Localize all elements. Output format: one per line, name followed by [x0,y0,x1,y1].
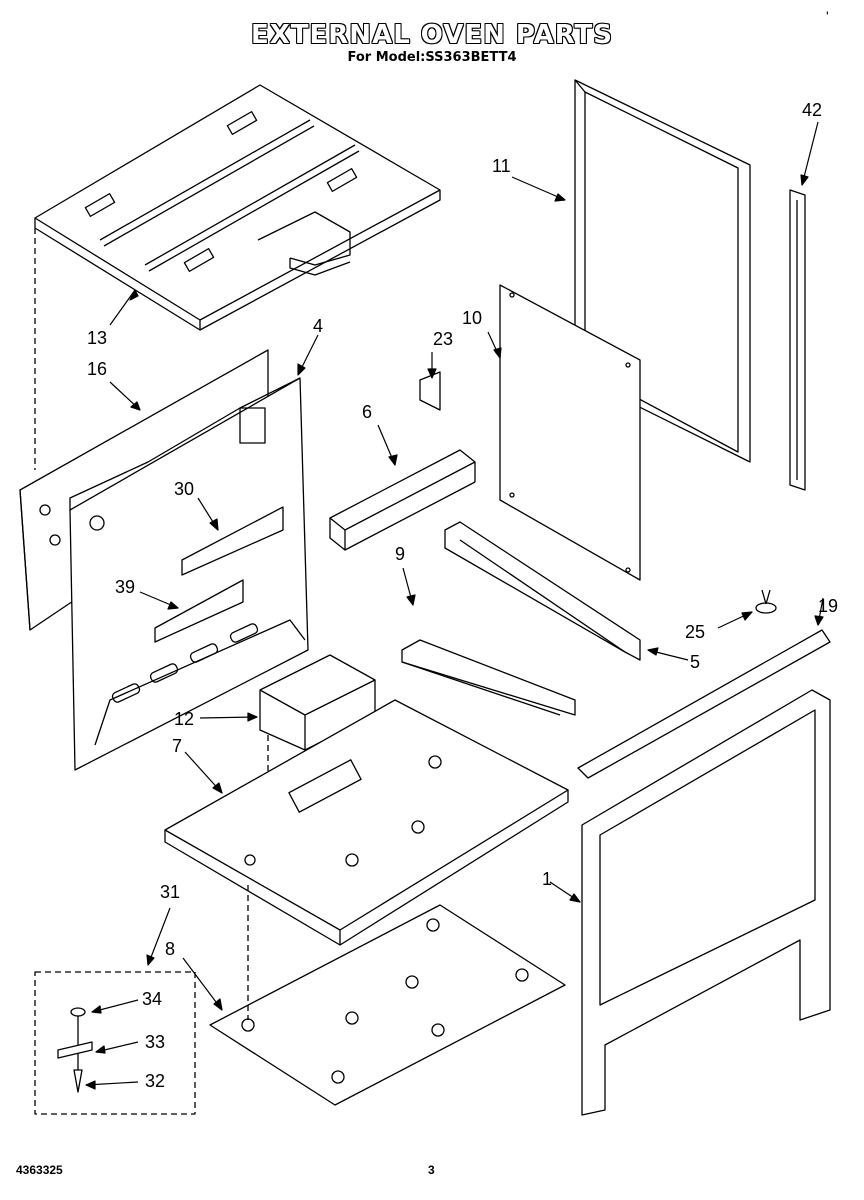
part-10-back-panel [499,284,641,581]
page-title: EXTERNAL OVEN PARTS [250,20,614,50]
callout-5: 5 [690,652,700,672]
leader-arrows [85,121,824,1090]
page-number: 3 [428,1163,435,1177]
callout-19: 19 [818,596,838,616]
callout-8: 8 [165,939,175,959]
part-7-tray [164,699,569,946]
callout-1: 1 [542,869,552,889]
part-25-screw [755,589,777,614]
part-9-rail [401,639,576,716]
callout-6: 6 [362,402,372,422]
callout-42: 42 [802,100,822,120]
part-19-strip [577,629,831,779]
callout-23: 23 [433,329,453,349]
part-6-rail [329,449,476,551]
part-5-trim [444,521,641,661]
callout-11: 11 [492,156,511,176]
part-39-shield [154,579,244,643]
callout-30: 30 [174,479,194,499]
part-1-front-frame [581,689,831,1116]
corner-mark: ' [826,8,829,24]
callout-39: 39 [115,577,135,597]
callout-33: 33 [145,1032,165,1052]
callout-13: 13 [87,328,107,348]
callout-16: 16 [87,359,107,379]
callout-4: 4 [313,316,323,336]
part-12-box [259,654,376,800]
part-23-bracket [419,371,441,411]
callout-34: 34 [142,989,162,1009]
callout-12: 12 [174,709,194,729]
part-8-base-plate [209,885,566,1106]
callout-31: 31 [160,882,180,902]
part-13-top-panel [34,84,441,470]
callout-7: 7 [172,736,182,756]
callout-25: 25 [685,622,705,642]
part-30-bracket [181,506,284,576]
callout-9: 9 [395,544,405,564]
part-31-kit-group [34,971,196,1115]
callout-32: 32 [145,1071,165,1091]
callout-10: 10 [462,308,482,328]
document-number: 4363325 [16,1163,63,1177]
model-subtitle: For Model:SS363BETT4 [347,50,517,65]
callout-labels: 1 4 5 6 7 8 9 10 11 12 13 16 19 23 25 30… [87,100,838,1091]
part-4-back-panel [69,377,309,771]
part-42-strip [789,189,806,491]
